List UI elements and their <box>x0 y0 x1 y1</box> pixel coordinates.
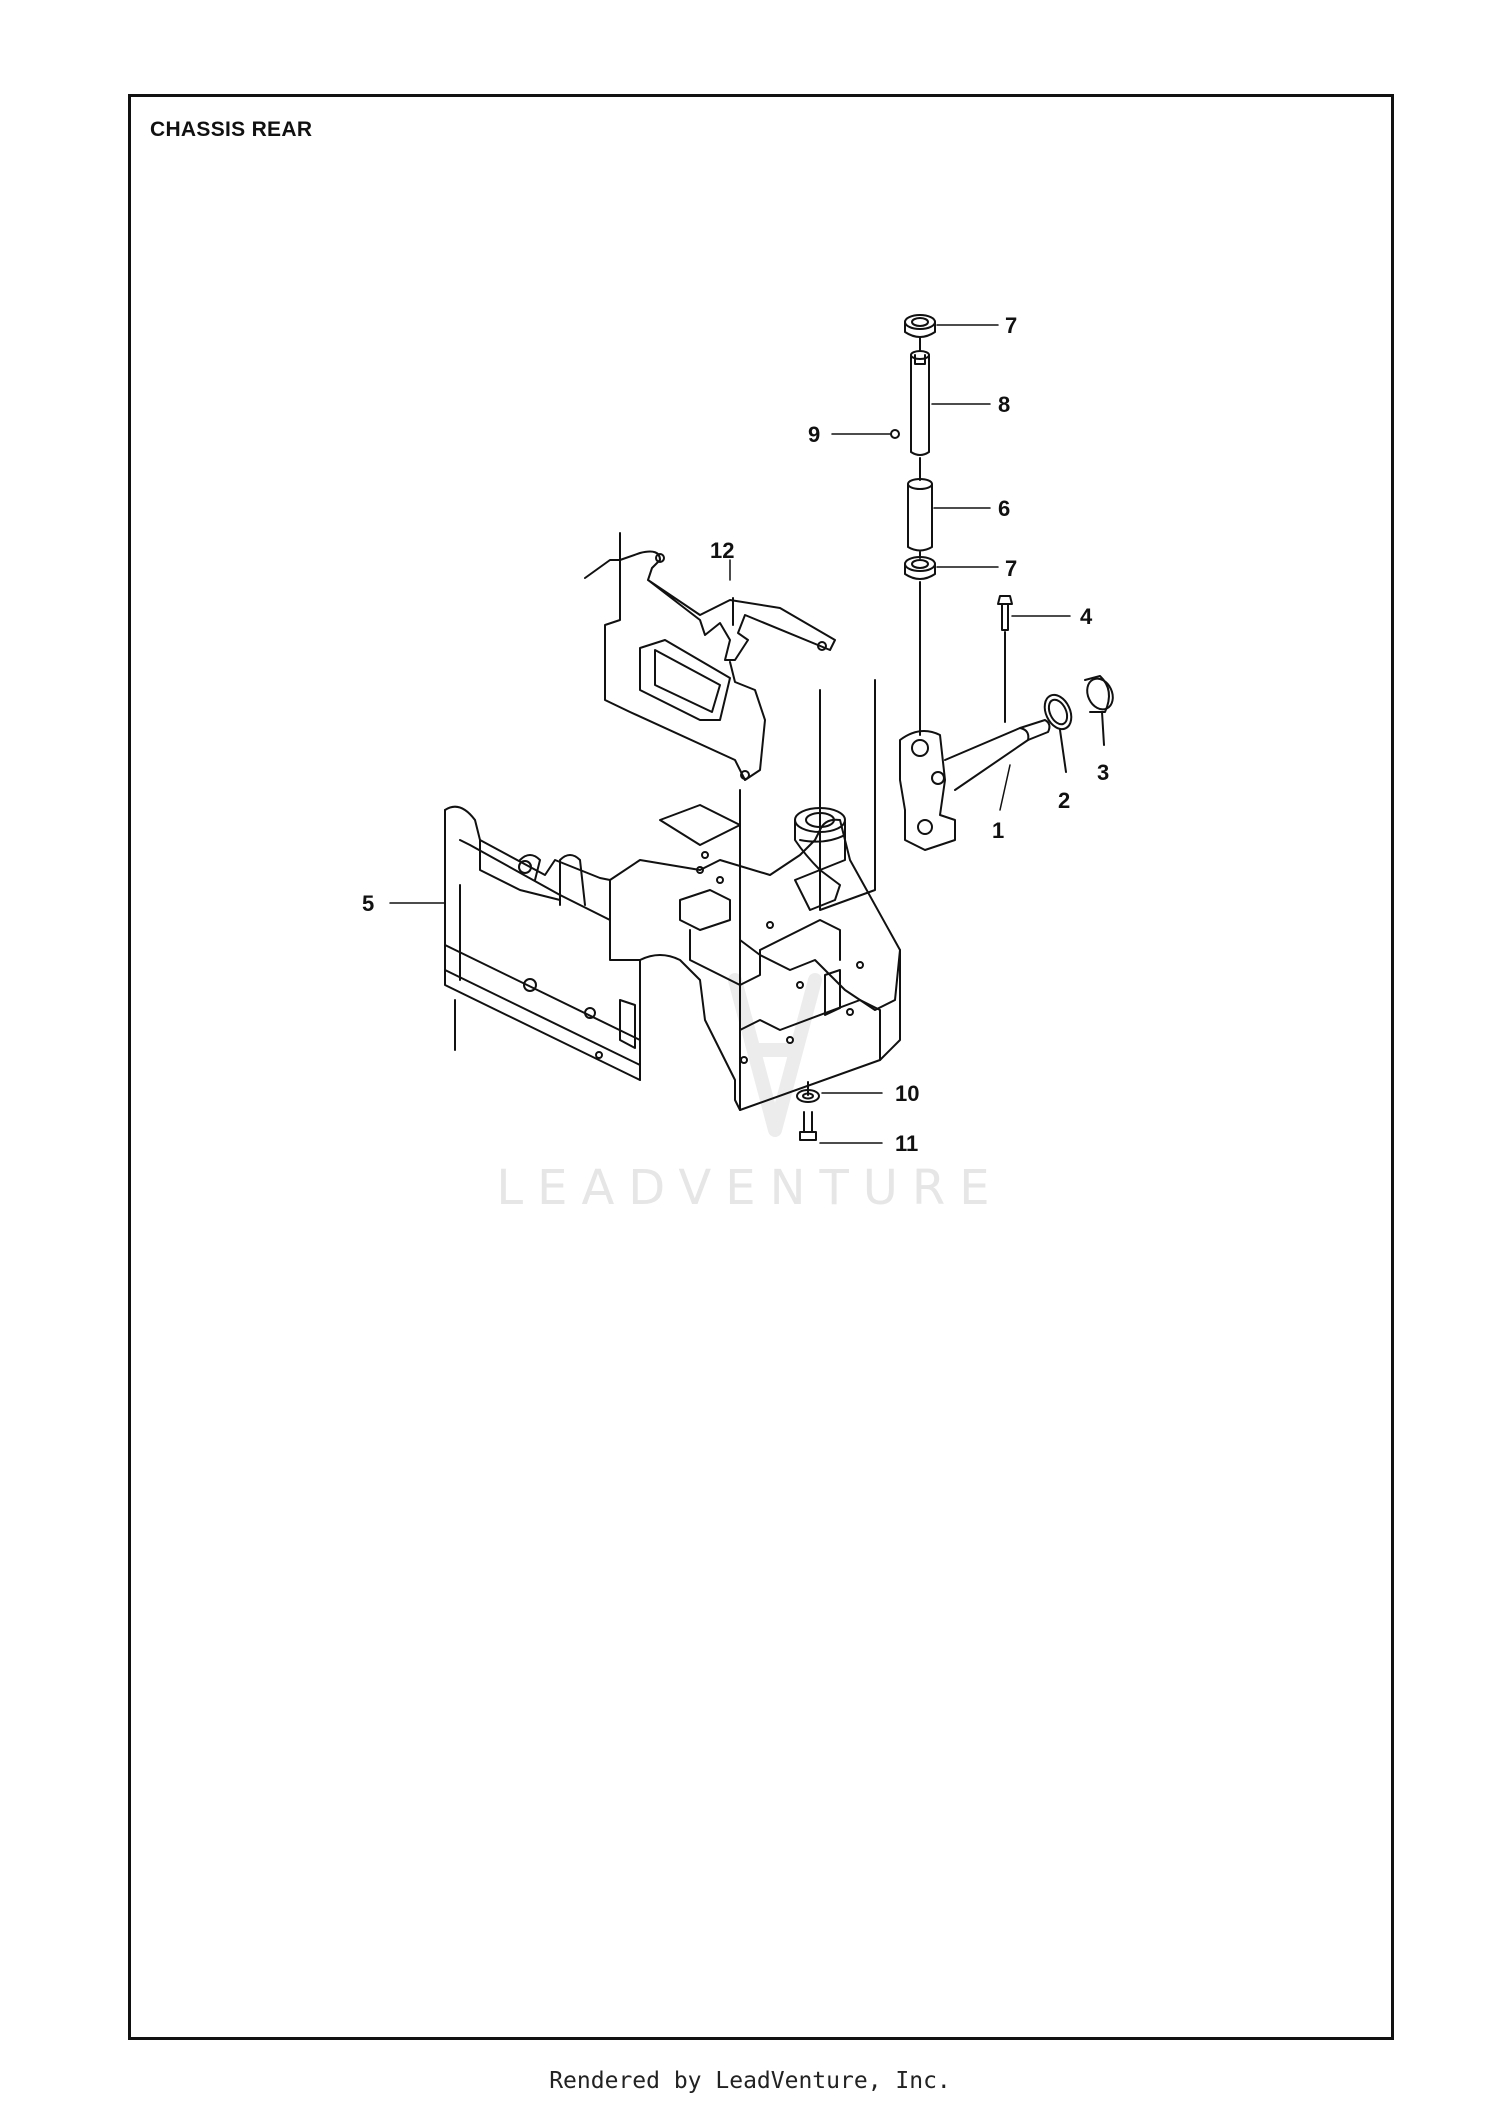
callout-7-top: 7 <box>1005 313 1017 338</box>
callout-12: 12 <box>710 538 734 563</box>
chassis-frame-part-5 <box>444 679 901 1111</box>
bushing-top-part-7 <box>904 314 936 338</box>
callout-8: 8 <box>998 392 1010 417</box>
washer-part-10 <box>796 1089 820 1103</box>
bushing-lower-part-7 <box>904 556 936 580</box>
watermark-text: LEADVENTURE <box>496 1160 1004 1216</box>
set-screw-part-9 <box>890 429 900 439</box>
washer-part-2 <box>1043 693 1073 731</box>
callout-1: 1 <box>992 818 1004 843</box>
bracket-part-12 <box>584 532 836 781</box>
axle-bracket-part-1 <box>899 719 1051 851</box>
callout-2: 2 <box>1058 788 1070 813</box>
callout-5: 5 <box>362 891 374 916</box>
callout-7-lower: 7 <box>1005 556 1017 581</box>
diagram-title: CHASSIS REAR <box>150 118 313 141</box>
spacer-part-6 <box>907 478 933 552</box>
collar-part-3 <box>1084 675 1114 713</box>
callout-11: 11 <box>895 1131 918 1156</box>
pin-part-8 <box>910 350 930 456</box>
bolt-part-4 <box>997 595 1013 631</box>
diagram-frame <box>128 94 1394 2040</box>
leader-lines <box>389 324 1071 1144</box>
callout-9: 9 <box>808 422 820 447</box>
callout-3: 3 <box>1097 760 1109 785</box>
callout-10: 10 <box>895 1081 919 1106</box>
bolt-part-11 <box>799 1111 817 1141</box>
footer-credit: Rendered by LeadVenture, Inc. <box>549 2068 951 2094</box>
watermark-logo <box>728 973 822 1137</box>
callout-4: 4 <box>1080 604 1093 629</box>
callout-6: 6 <box>998 496 1010 521</box>
